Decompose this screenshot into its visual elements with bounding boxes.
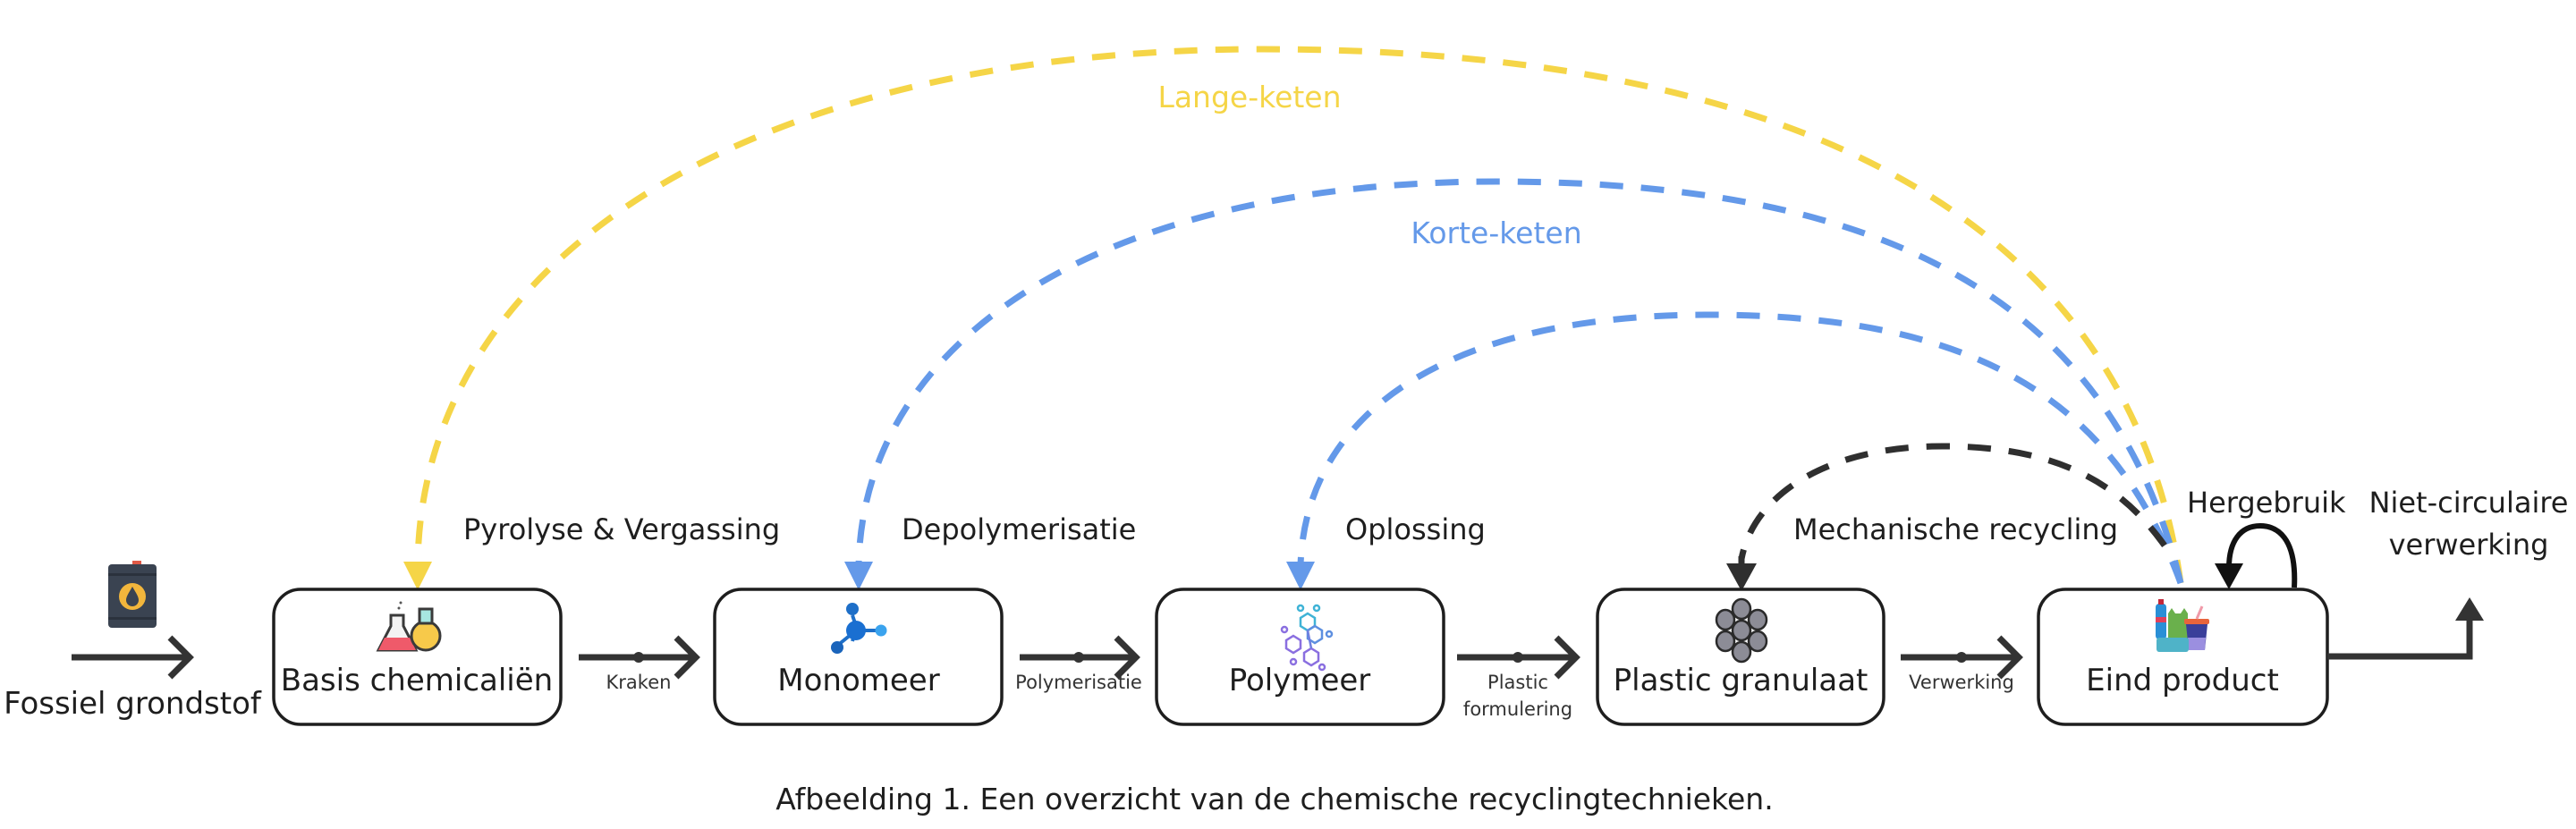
chemistry-flasks-icon [376,601,442,652]
figure-caption: Afbeelding 1. Een overzicht van de chemi… [775,782,1773,816]
exit-arrowhead [2455,597,2484,621]
edge-plastic-formulering-label-2: formulering [1463,698,1572,720]
reuse-arrowhead [2215,563,2243,589]
edge-polymerisatie: Polymerisatie [1015,635,1142,693]
edge-plastic-formulering: Plastic formulering [1457,635,1580,720]
node-polymeer: Polymeer [1155,588,1445,726]
node-monomeer-label: Monomeer [777,663,939,698]
edge-kraken: Kraken [579,635,700,693]
mechanical-recycling-arc [1738,443,2167,560]
edge-polymerisatie-label: Polymerisatie [1015,672,1142,693]
node-granulaat-label: Plastic granulaat [1614,663,1868,698]
short-chain-arc-oplossing [1297,311,2184,585]
node-granulaat: Plastic granulaat [1596,588,1885,726]
pellets-icon [1715,597,1768,664]
mechanische-recycling-label: Mechanische recycling [1793,512,2118,546]
reuse-label: Hergebruik [2187,486,2346,520]
node-basis: Basis chemicaliën [272,588,563,726]
long-chain-label: Lange-keten [1157,80,1341,114]
edge-plastic-formulering-label-1: Plastic [1487,672,1548,693]
short-chain-arc-depolymerisatie [855,178,2184,584]
depolymerisatie-label: Depolymerisatie [902,512,1136,546]
long-chain-arc [414,46,2184,584]
node-monomeer: Monomeer [713,588,1004,726]
oil-barrel-icon [108,561,157,628]
molecule-icon [831,603,887,654]
node-polymeer-label: Polymeer [1229,663,1371,698]
oplossing-label: Oplossing [1345,512,1486,546]
short-chain-arrowhead-depolymerisatie [844,562,873,590]
plastic-products-icon [2156,599,2209,652]
mechanical-recycling-arrowhead [1726,563,1757,591]
polymer-chain-icon [1280,604,1334,672]
node-eind-label: Eind product [2086,663,2279,698]
short-chain-arrowhead-oplossing [1286,562,1315,590]
exit-label-line1: Niet-circulaire [2369,486,2569,520]
reuse-loop [2215,522,2298,589]
edge-verwerking: Verwerking [1901,635,2023,693]
node-eind: Eind product [2037,588,2329,726]
node-basis-label: Basis chemicaliën [281,663,553,698]
pyrolyse-label: Pyrolyse & Vergassing [463,512,780,546]
source-label: Fossiel grondstof [4,686,262,722]
exit-label-line2: verwerking [2389,528,2549,562]
edge-verwerking-label: Verwerking [1909,672,2014,693]
exit-arrow [2327,617,2473,660]
short-chain-label: Korte-keten [1411,216,1581,250]
long-chain-arrowhead [403,562,432,590]
edge-kraken-label: Kraken [606,672,672,693]
